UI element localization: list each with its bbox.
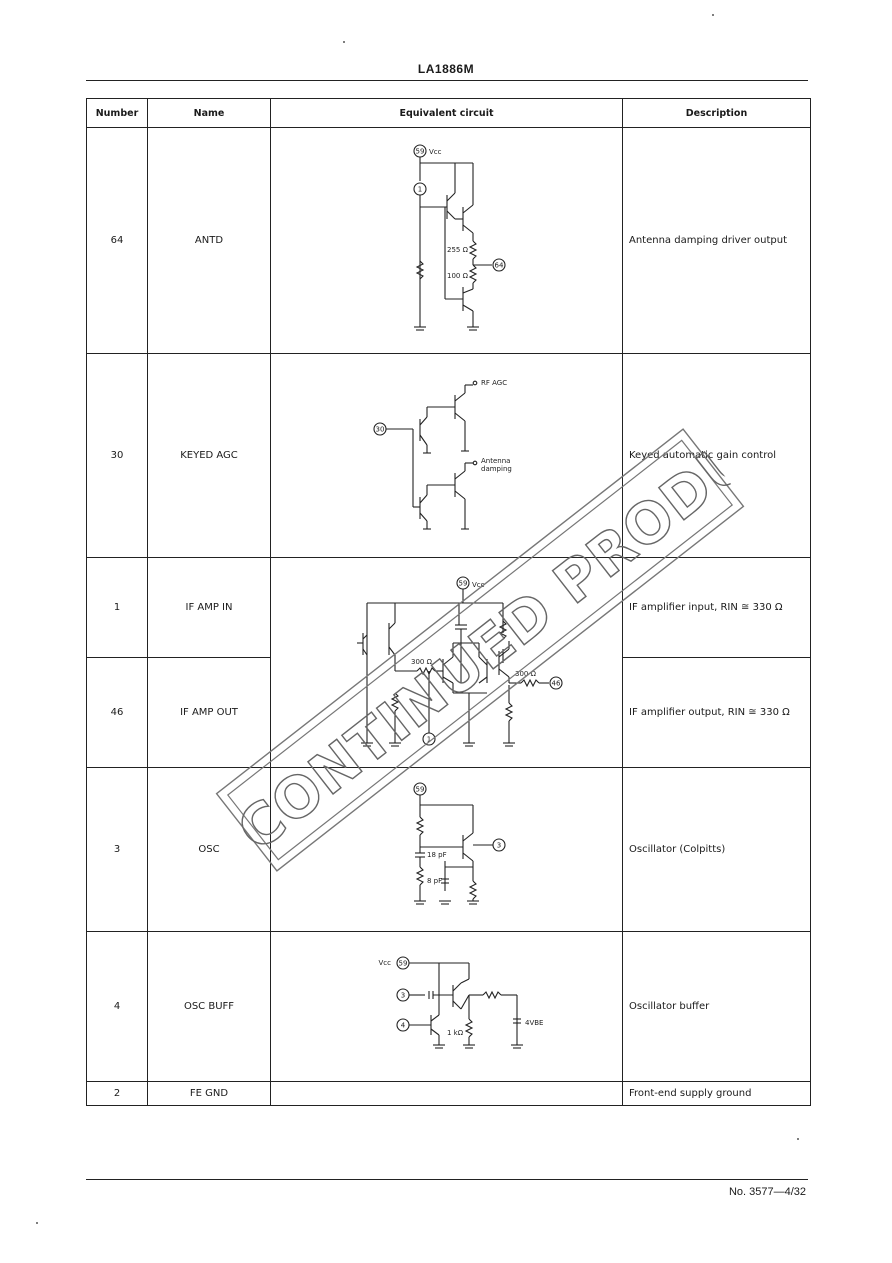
- equivalent-circuit-if-amp: 59 Vcc 300 Ω 300 Ω 46 1: [270, 557, 623, 768]
- output-label: RF AGC: [481, 379, 507, 387]
- resistor-label: 100 Ω: [447, 272, 469, 280]
- osc-buff-circuit-diagram: Vcc 59 3 4 1 kΩ 4VBE: [378, 955, 543, 1049]
- table-row: 1 IF AMP IN: [86, 557, 811, 768]
- equivalent-circuit-osc: 59 18 pF 8 pF 3: [270, 767, 623, 932]
- pin-name: IF AMP IN: [147, 557, 271, 658]
- table-row: 3 OSC: [86, 767, 811, 932]
- pin-number: 30: [86, 353, 148, 558]
- equivalent-circuit-antd: 59 Vcc 1 255 Ω 100 Ω 64: [270, 127, 623, 354]
- output-pin-label: 46: [551, 679, 560, 687]
- pin-label: 30: [375, 425, 384, 433]
- bias-pin-label: 4: [400, 1021, 405, 1029]
- pin-description: Keyed automatic gain control: [622, 353, 811, 558]
- pin-description: Front-end supply ground: [622, 1081, 811, 1106]
- pin-description: Antenna damping driver output: [622, 127, 811, 354]
- resistor-label: 300 Ω: [515, 670, 537, 678]
- output-pin-label: 3: [496, 841, 500, 849]
- pin-name: OSC BUFF: [147, 931, 271, 1082]
- pin-number: 4: [86, 931, 148, 1082]
- pin-name: FE GND: [147, 1081, 271, 1106]
- column-header-number: Number: [86, 98, 148, 128]
- scan-speck: [36, 1222, 38, 1224]
- resistor-label: 1 kΩ: [447, 1029, 464, 1037]
- output-pin-label: 64: [494, 261, 503, 269]
- capacitor-label: 8 pF: [427, 877, 442, 885]
- supply-pin-label: 59: [415, 785, 424, 793]
- output-label: Antenna: [481, 457, 510, 465]
- supply-pin-label: 59: [398, 959, 407, 967]
- pin-description: IF amplifier input, RIN ≅ 330 Ω: [622, 557, 811, 658]
- vbe-label: 4VBE: [525, 1019, 543, 1027]
- equivalent-circuit-osc-buff: Vcc 59 3 4 1 kΩ 4VBE: [270, 931, 623, 1082]
- document-title: LA1886M: [417, 62, 475, 76]
- pin-name: IF AMP OUT: [147, 657, 271, 768]
- equivalent-circuit-empty: [270, 1081, 623, 1106]
- table-row: 64 ANTD: [86, 127, 811, 354]
- equivalent-circuit-keyed-agc: 30 RF AGC Antenna damping: [270, 353, 623, 558]
- if-amp-circuit-diagram: 59 Vcc 300 Ω 300 Ω 46 1: [356, 575, 563, 747]
- column-header-circuit: Equivalent circuit: [270, 98, 623, 128]
- pin-description: Oscillator (Colpitts): [622, 767, 811, 932]
- pin-number: 46: [86, 657, 148, 768]
- supply-label: Vcc: [429, 148, 442, 156]
- pin-number: 1: [86, 557, 148, 658]
- output-label: damping: [481, 465, 512, 473]
- antd-circuit-diagram: 59 Vcc 1 255 Ω 100 Ω 64: [412, 143, 506, 331]
- input-pin-label: 3: [400, 991, 404, 999]
- footer-rule: [86, 1179, 808, 1180]
- page-number: No. 3577—4/32: [728, 1186, 806, 1198]
- keyed-agc-circuit-diagram: 30 RF AGC Antenna damping: [372, 379, 512, 530]
- pin-description: IF amplifier output, RIN ≅ 330 Ω: [622, 657, 811, 768]
- pin-name: KEYED AGC: [147, 353, 271, 558]
- pin-number: 2: [86, 1081, 148, 1106]
- resistor-label: 255 Ω: [447, 246, 469, 254]
- pin-number: 64: [86, 127, 148, 354]
- pin-table: Number Name Equivalent circuit Descripti…: [86, 98, 811, 1106]
- scan-speck: [712, 14, 714, 16]
- pin-name: OSC: [147, 767, 271, 932]
- pin-number: 3: [86, 767, 148, 932]
- header-rule: [86, 80, 808, 81]
- input-pin-label: 1: [417, 185, 421, 193]
- capacitor-label: 18 pF: [427, 851, 447, 859]
- column-header-description: Description: [622, 98, 811, 128]
- pin-name: ANTD: [147, 127, 271, 354]
- pin-description: Oscillator buffer: [622, 931, 811, 1082]
- osc-circuit-diagram: 59 18 pF 8 pF 3: [412, 781, 506, 905]
- input-pin-label: 1: [426, 735, 430, 743]
- table-header-row: Number Name Equivalent circuit Descripti…: [86, 98, 811, 128]
- scan-speck: [797, 1138, 799, 1140]
- scan-speck: [343, 41, 345, 43]
- resistor-label: 300 Ω: [411, 658, 433, 666]
- table-row: 2 FE GND Front-end supply ground: [86, 1081, 811, 1106]
- supply-pin-label: 59: [458, 579, 467, 587]
- supply-pin-label: 59: [415, 147, 424, 155]
- supply-label: Vcc: [378, 959, 391, 967]
- table-row: 30 KEYED AGC: [86, 353, 811, 558]
- supply-label: Vcc: [472, 581, 485, 589]
- column-header-name: Name: [147, 98, 271, 128]
- table-row: 4 OSC BUFF: [86, 931, 811, 1082]
